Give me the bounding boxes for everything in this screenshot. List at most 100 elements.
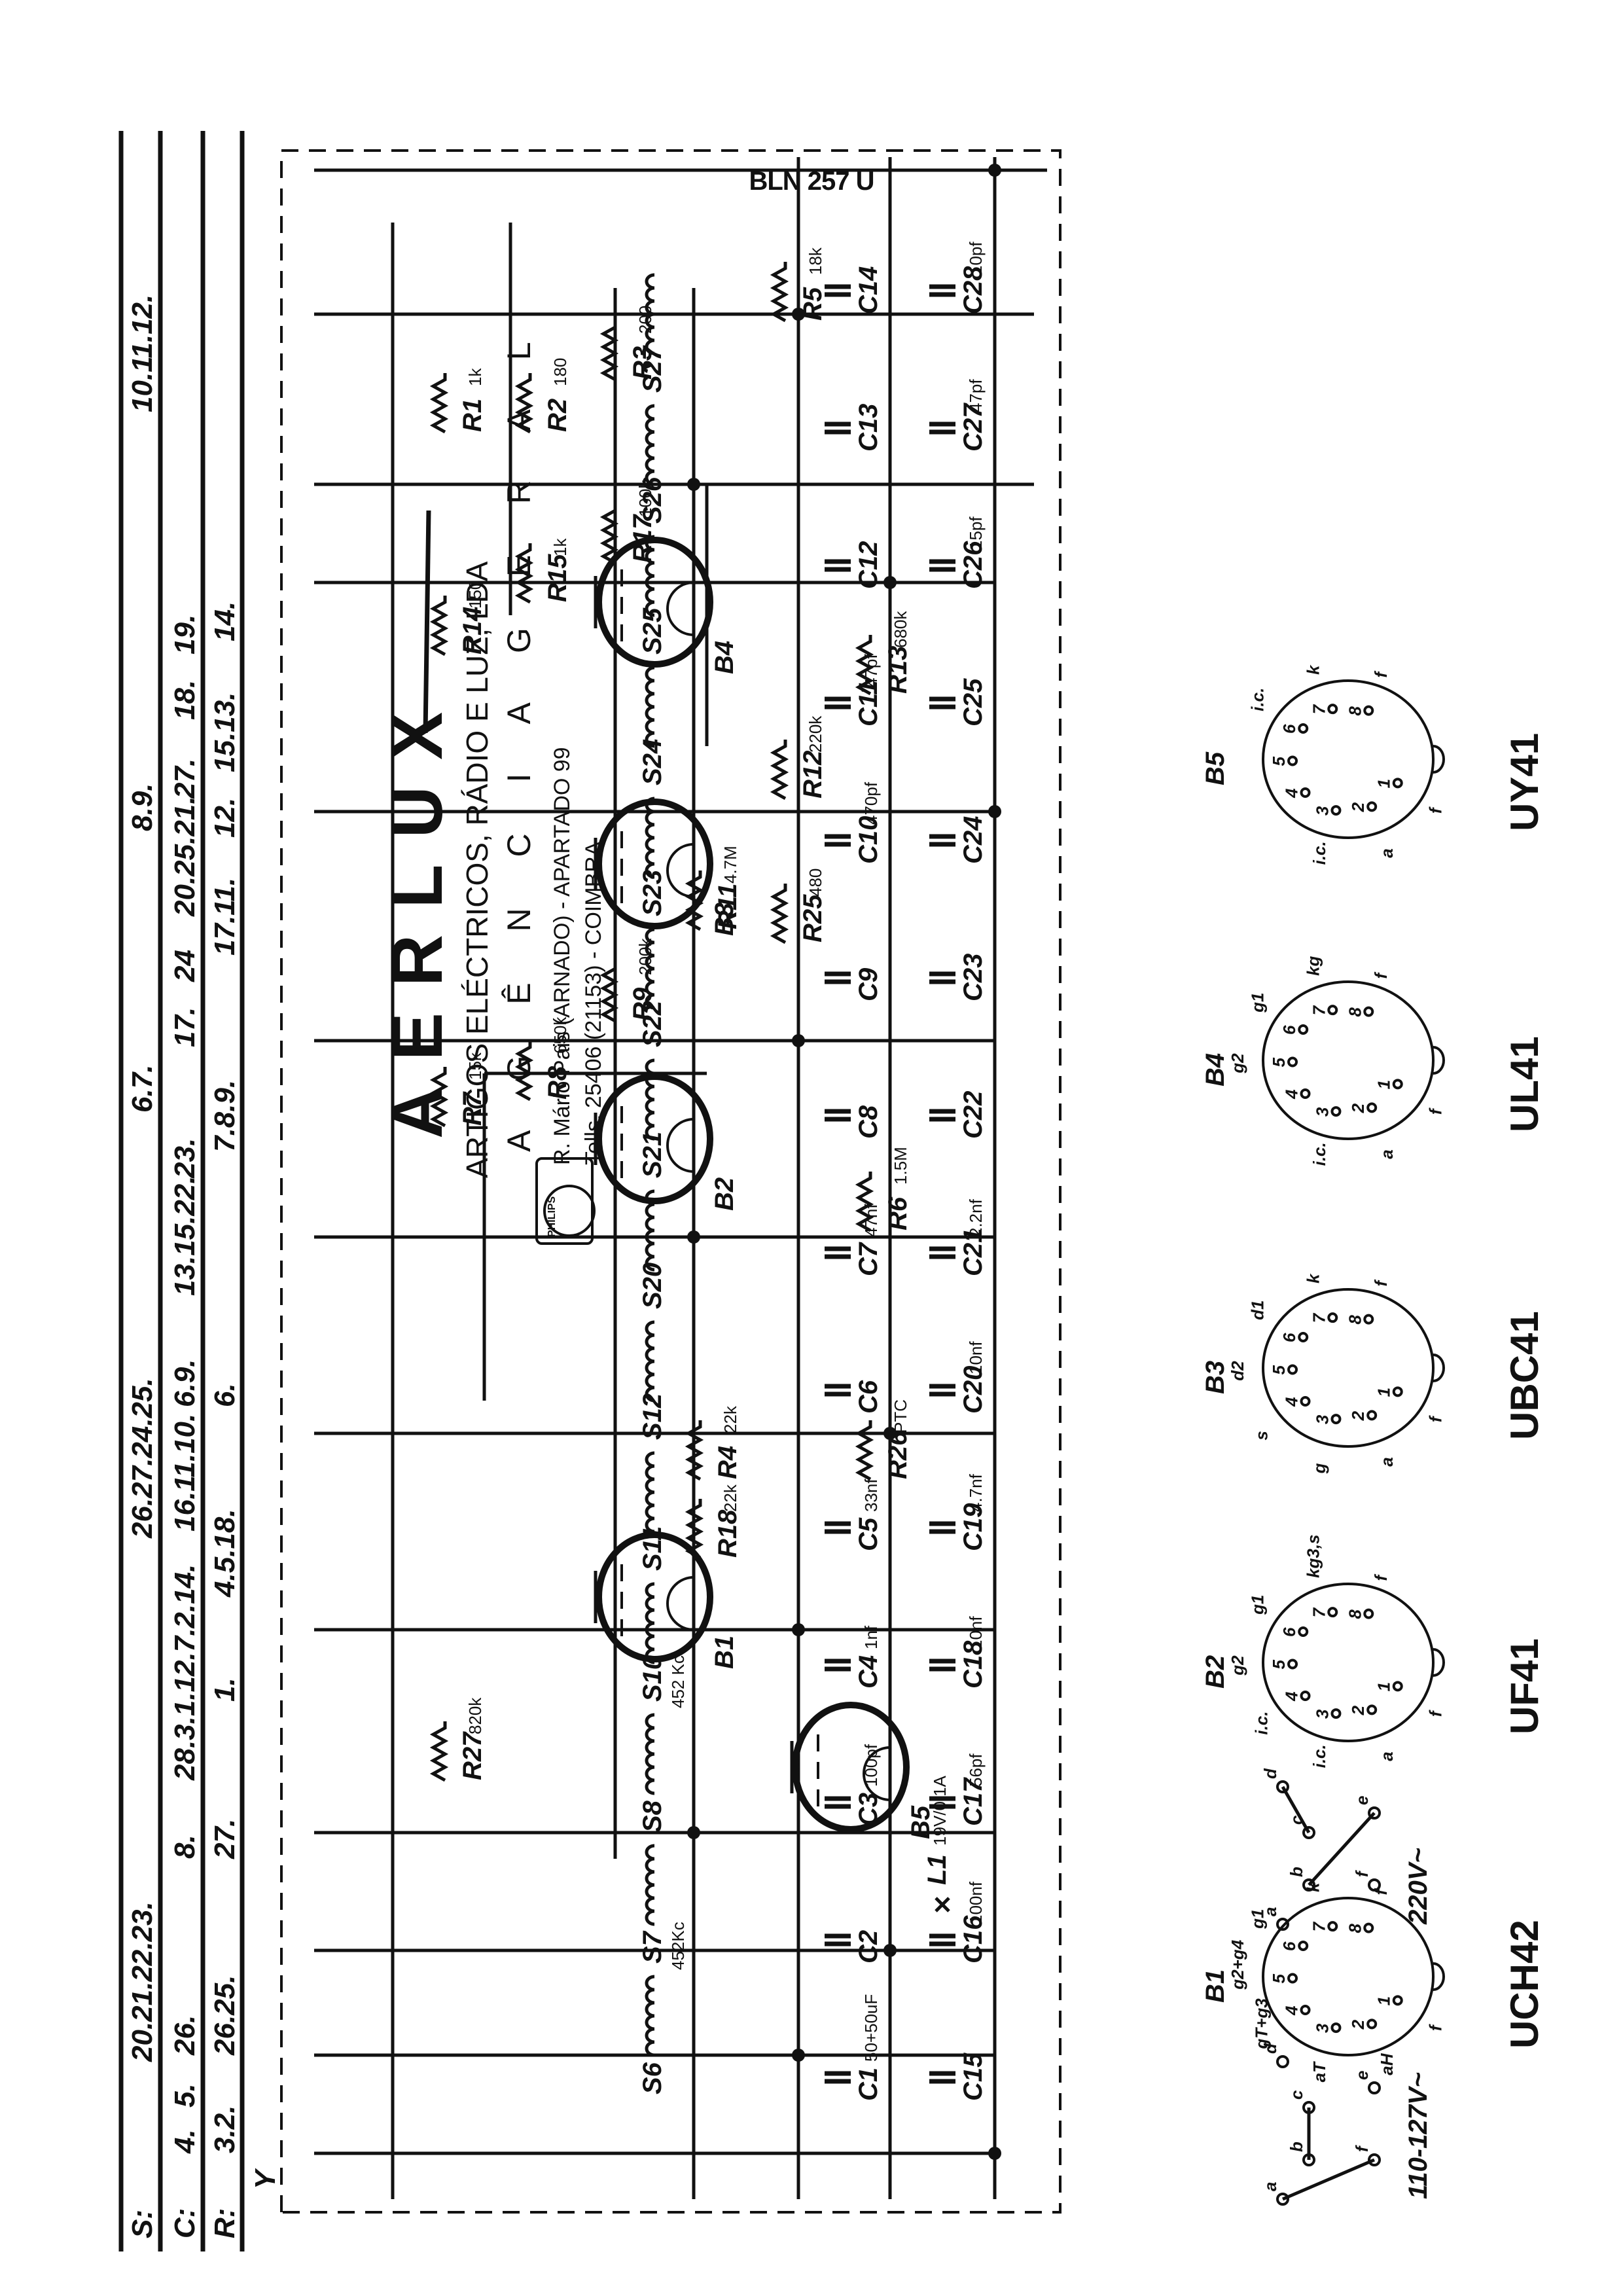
pin-hole	[1363, 1006, 1374, 1017]
cathode-icon	[863, 1746, 891, 1801]
pin-hole	[1300, 1690, 1311, 1701]
junction-node	[883, 1944, 897, 1957]
link	[1281, 1785, 1311, 1834]
component-value: 100pf	[861, 1744, 881, 1787]
pin-hole	[1287, 1659, 1298, 1670]
capacitor-c9: C9	[825, 967, 883, 1001]
base-key-icon	[1433, 1962, 1445, 1991]
component-ref: C13	[854, 404, 883, 452]
switch-contact	[1302, 1826, 1315, 1839]
pin-number: 3	[1312, 2023, 1332, 2033]
contact-label: a	[1260, 2182, 1280, 2191]
pin-number: 8	[1345, 1924, 1364, 1933]
pin-label: g2+g4	[1228, 1939, 1247, 1990]
contact-label: f	[1352, 2145, 1372, 2152]
pin-label: a	[1377, 1149, 1397, 1158]
resistor-icon	[429, 596, 449, 656]
coil-s21: S21	[638, 1058, 667, 1178]
pin-hole	[1366, 801, 1378, 812]
pin-number: 8	[1345, 1007, 1364, 1017]
component-ref: C4	[854, 1655, 883, 1689]
component-ref: S24	[638, 739, 667, 785]
capacitor-c24: C24	[929, 816, 988, 864]
component-value: 100k	[635, 480, 655, 517]
table-cell: 5.	[169, 2083, 201, 2108]
pin-number: 6	[1279, 1333, 1299, 1342]
table-cell: 26.27.24.25.	[126, 1378, 158, 1539]
component-ref: C8	[854, 1105, 883, 1139]
resistor-icon	[770, 262, 789, 323]
contact-label: d	[1260, 1768, 1280, 1779]
coil-icon	[645, 1975, 655, 2057]
component-ref: C28	[959, 266, 988, 314]
pin-hole	[1363, 705, 1374, 716]
capacitor-c25: C25	[929, 678, 988, 726]
chassis-boundary	[280, 149, 1061, 2214]
pin-hole	[1327, 1005, 1338, 1016]
table-cell: 28.3.1.12.7.2.14.	[169, 1564, 201, 1781]
component-ref: S25	[638, 607, 667, 655]
component-ref: R8	[543, 1066, 572, 1100]
table-cell: 3.2.	[209, 2106, 241, 2153]
component-ref: C7	[854, 1242, 883, 1276]
component-value: 15k	[465, 1052, 485, 1080]
resistor-r6: R61.5M	[855, 1147, 912, 1232]
pin-number: 1	[1374, 1080, 1394, 1089]
capacitor-c8: C8	[825, 1105, 883, 1139]
component-ref: C23	[959, 954, 988, 1001]
capacitor-c2: C2	[825, 1930, 883, 1964]
table-key-r: R:	[209, 2208, 241, 2238]
component-value: 10nf	[966, 1341, 986, 1374]
capacitor-c15: C15	[929, 2053, 988, 2101]
pin-hole	[1392, 1681, 1403, 1692]
pin-number: 4	[1282, 1691, 1302, 1702]
tube-type-label: UL41	[1503, 1036, 1546, 1132]
tube-b3: B3	[594, 798, 739, 936]
base-outline	[1262, 1897, 1435, 2056]
pin-label: f	[1371, 1280, 1391, 1287]
pin-hole	[1330, 1708, 1342, 1719]
table-cell: 4.5.18.	[209, 1509, 241, 1598]
component-ref: S26	[638, 476, 667, 524]
resistor-icon	[429, 1721, 449, 1782]
table-cell: 19.	[169, 615, 201, 655]
tube-ref-label: B2	[710, 1177, 739, 1211]
coil-icon	[645, 535, 655, 617]
component-ref: S6	[638, 2062, 667, 2094]
pin-label: a	[1377, 1751, 1397, 1761]
resistor-icon	[429, 373, 449, 434]
resistor-icon	[429, 1067, 449, 1128]
pin-hole	[1327, 1607, 1338, 1618]
pin-hole	[1327, 1921, 1338, 1932]
component-value: 47pf	[861, 654, 881, 687]
tube-envelope	[596, 1073, 713, 1204]
pin-number: 7	[1309, 1005, 1329, 1015]
pin-number: 7	[1309, 1312, 1329, 1323]
component-ref: R15	[543, 554, 572, 602]
component-ref: S12	[638, 1393, 667, 1440]
junction-node	[988, 805, 1001, 818]
pin-hole	[1392, 778, 1403, 789]
component-ref: C9	[854, 967, 883, 1001]
pin-hole	[1366, 1704, 1378, 1715]
cathode-icon	[666, 1576, 694, 1631]
pin-label: a	[1377, 1457, 1397, 1466]
pin-label: f	[1371, 972, 1391, 979]
